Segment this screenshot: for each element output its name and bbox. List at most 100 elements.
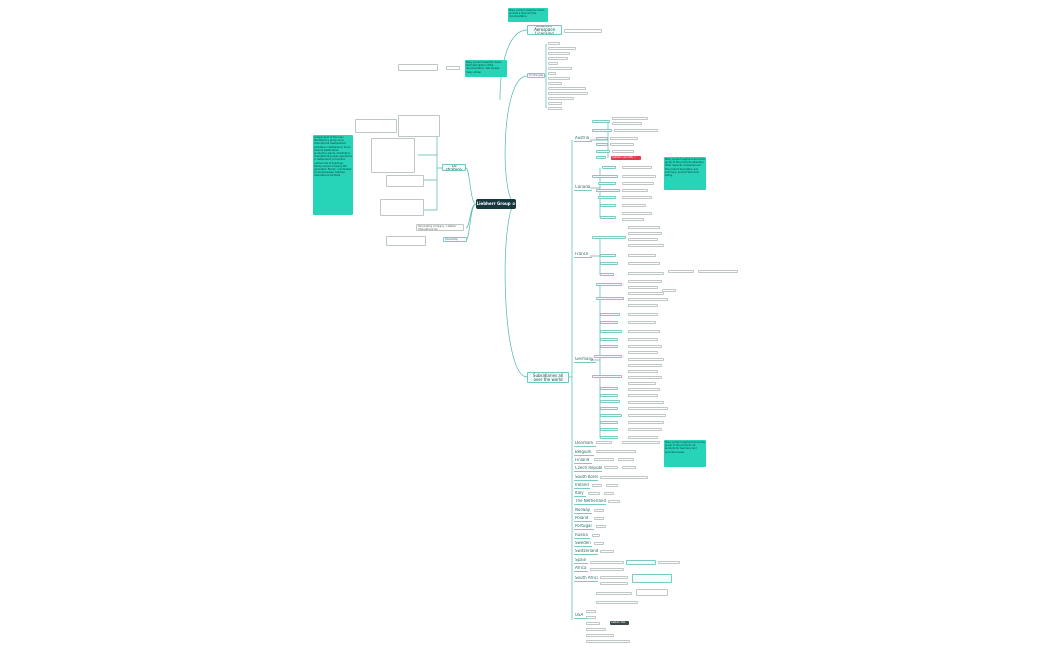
leaf-node[interactable] [586,610,596,613]
leaf-node[interactable] [628,338,658,341]
country-france[interactable]: France [574,252,592,258]
leaf-node[interactable] [628,280,662,283]
sub-node[interactable] [600,428,618,431]
country-south-korea[interactable]: South Korea [574,475,598,481]
leaf-node[interactable] [606,484,618,487]
sub-node[interactable] [600,313,620,316]
leaf-node[interactable] [596,592,632,595]
leaf-node[interactable] [622,212,652,215]
leaf-node[interactable] [596,601,638,604]
leaf-node[interactable] [604,466,618,469]
leaf-node[interactable] [628,244,664,247]
sub-node[interactable] [600,400,620,403]
leaf-node[interactable] [622,441,660,444]
licensing-leaf[interactable] [564,29,602,33]
leaf-node[interactable] [610,143,634,146]
sale-item[interactable] [548,72,556,75]
leaf-node[interactable] [594,542,604,545]
sale-item[interactable] [548,42,560,45]
sale-item[interactable] [548,92,588,95]
leaf-node[interactable] [628,238,658,241]
sale-item[interactable] [548,62,558,65]
leaf-node[interactable] [600,476,648,479]
leaf-node[interactable] [600,582,628,585]
sub-node[interactable] [600,321,618,324]
country-italy[interactable]: Italy [574,491,586,497]
leaf-node[interactable] [596,525,606,528]
leaf-node[interactable] [608,500,620,503]
sub-node[interactable] [600,387,618,390]
country-canada[interactable]: Canada [574,185,592,191]
leaf-node[interactable] [628,313,658,316]
leaf-node[interactable] [586,616,596,619]
leaf-node[interactable] [590,568,624,571]
sale-item[interactable] [548,57,568,60]
sub-node[interactable] [626,560,656,565]
leaf-node[interactable] [628,345,662,348]
family-node[interactable]: Terminating Company : Liebherr Internati… [416,224,464,231]
root-node[interactable]: Liebherr Group ⊘ [476,199,516,209]
leaf-node[interactable] [614,129,658,132]
country-sweden[interactable]: Sweden [574,541,592,547]
sub-node[interactable] [602,166,616,169]
leaf-node[interactable] [622,189,648,192]
sub-node[interactable] [600,407,618,410]
leaf-node[interactable] [628,407,668,410]
leaf-node[interactable] [588,492,600,495]
leaf-node[interactable] [618,458,634,461]
country-norway[interactable]: Norway [574,508,592,514]
leaf-node[interactable] [628,304,658,307]
leaf-node[interactable] [628,364,662,367]
sale-item[interactable] [548,107,562,110]
sale-item[interactable] [548,97,574,100]
sub-node[interactable] [600,414,622,417]
leaf-node[interactable] [628,262,660,265]
sub-node[interactable] [592,175,618,178]
leaf-node[interactable] [628,292,664,295]
sub-node[interactable] [598,196,616,199]
sub-node[interactable] [594,355,622,358]
leaf-node[interactable] [628,232,662,235]
sale-item[interactable] [548,47,576,50]
sub-node[interactable] [600,436,618,439]
leaf-node[interactable] [628,414,666,417]
leaf-node[interactable] [628,254,656,257]
leaf-node[interactable] [628,370,658,373]
sub-node[interactable] [600,394,618,397]
sale-item[interactable] [548,77,570,80]
sub-node[interactable] [600,345,618,348]
country-ireland[interactable]: Ireland [574,483,590,489]
leaf-node[interactable] [658,561,680,564]
leaf-node[interactable] [586,622,600,625]
sub-node[interactable] [600,262,618,265]
leaf-node[interactable] [668,270,694,273]
sale-item[interactable] [548,87,586,90]
leaf-node[interactable] [628,330,660,333]
sub-node[interactable] [596,189,620,192]
country-usa[interactable]: USA [574,613,586,619]
sale-item[interactable] [548,52,570,55]
leaf-node[interactable] [612,122,642,125]
leaf-node[interactable] [622,204,646,207]
leaf-node[interactable] [628,388,660,391]
leaf-node[interactable] [596,441,612,444]
for-the-sale-branch[interactable]: For the sale [527,73,545,78]
leaf-node[interactable] [622,218,644,221]
sub-node[interactable] [596,156,606,159]
sub-node[interactable] [600,204,616,207]
leaf-node[interactable] [622,196,652,199]
sub-node[interactable] [632,574,672,583]
sub-node[interactable] [596,143,608,146]
leaf-node[interactable] [622,182,654,185]
sub-node[interactable] [600,330,622,333]
red-tag[interactable]: Liebherr (aircraft) ☆ [611,156,641,160]
country-germany[interactable]: Germany [574,357,596,363]
country-austria[interactable]: Austria [574,136,592,142]
licensing-branch[interactable]: Liebherr Aerospace Licensing [527,25,562,35]
leaf-node[interactable] [636,589,668,596]
subsidiaries-branch[interactable]: Subsidiaries all over the world [527,372,569,383]
leaf-node[interactable] [610,137,638,140]
leaf-node[interactable] [592,484,602,487]
leaf-node[interactable] [662,289,676,292]
country-switzerland[interactable]: Switzerland [574,549,598,555]
